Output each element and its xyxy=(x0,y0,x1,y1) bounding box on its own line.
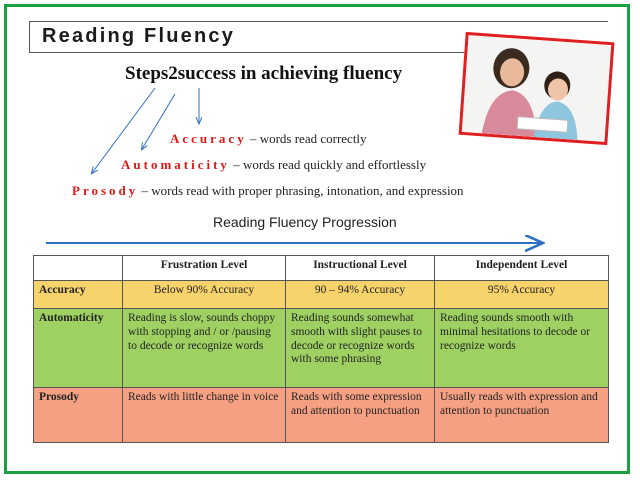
photo-mother-child-reading xyxy=(458,31,615,146)
table-row-accuracy: Accuracy Below 90% Accuracy 90 – 94% Acc… xyxy=(33,280,609,309)
table-cell: 90 – 94% Accuracy xyxy=(285,280,435,309)
table-row-automaticity: Automaticity Reading is slow, sounds cho… xyxy=(33,308,609,388)
definition-automaticity-text: – words read quickly and effortlessly xyxy=(233,157,427,172)
table-cell: Below 90% Accuracy xyxy=(122,280,286,309)
term-automaticity: Automaticity xyxy=(121,157,230,172)
row-label: Accuracy xyxy=(33,280,123,309)
term-prosody: Prosody xyxy=(72,183,139,198)
table-cell: Reading sounds smooth with minimal hesit… xyxy=(434,308,609,388)
definition-prosody-text: – words read with proper phrasing, inton… xyxy=(141,183,464,198)
table-header-cell: Frustration Level xyxy=(122,255,286,281)
title-box: Reading Fluency xyxy=(29,21,608,53)
definition-automaticity: Automaticity – words read quickly and ef… xyxy=(121,157,426,173)
term-accuracy: Accuracy xyxy=(170,131,247,146)
definition-prosody: Prosody – words read with proper phrasin… xyxy=(72,183,464,199)
table-row-prosody: Prosody Reads with little change in voic… xyxy=(33,387,609,443)
photo-illustration xyxy=(461,35,612,142)
table-cell: Reads with some expression and attention… xyxy=(285,387,435,443)
row-label: Prosody xyxy=(33,387,123,443)
table-header-cell: Instructional Level xyxy=(285,255,435,281)
table-cell: Reading is slow, sounds choppy with stop… xyxy=(122,308,286,388)
table-cell: 95% Accuracy xyxy=(434,280,609,309)
definition-accuracy-text: – words read correctly xyxy=(249,131,367,146)
page-title: Reading Fluency xyxy=(42,25,236,47)
row-label: Automaticity xyxy=(33,308,123,388)
definition-accuracy: Accuracy – words read correctly xyxy=(170,131,367,147)
headline: Steps2success in achieving fluency xyxy=(125,63,403,84)
table-header-row: Frustration Level Instructional Level In… xyxy=(33,255,609,281)
table-header-cell: Independent Level xyxy=(434,255,609,281)
table-cell: Reading sounds somewhat smooth with slig… xyxy=(285,308,435,388)
fluency-table: Frustration Level Instructional Level In… xyxy=(33,255,609,443)
arrow-to-prosody xyxy=(92,87,156,173)
progression-title: Reading Fluency Progression xyxy=(213,214,397,230)
table-cell: Usually reads with expression and attent… xyxy=(434,387,609,443)
table-header-cell xyxy=(33,255,123,281)
arrow-to-automaticity xyxy=(142,93,176,149)
table-cell: Reads with little change in voice xyxy=(122,387,286,443)
